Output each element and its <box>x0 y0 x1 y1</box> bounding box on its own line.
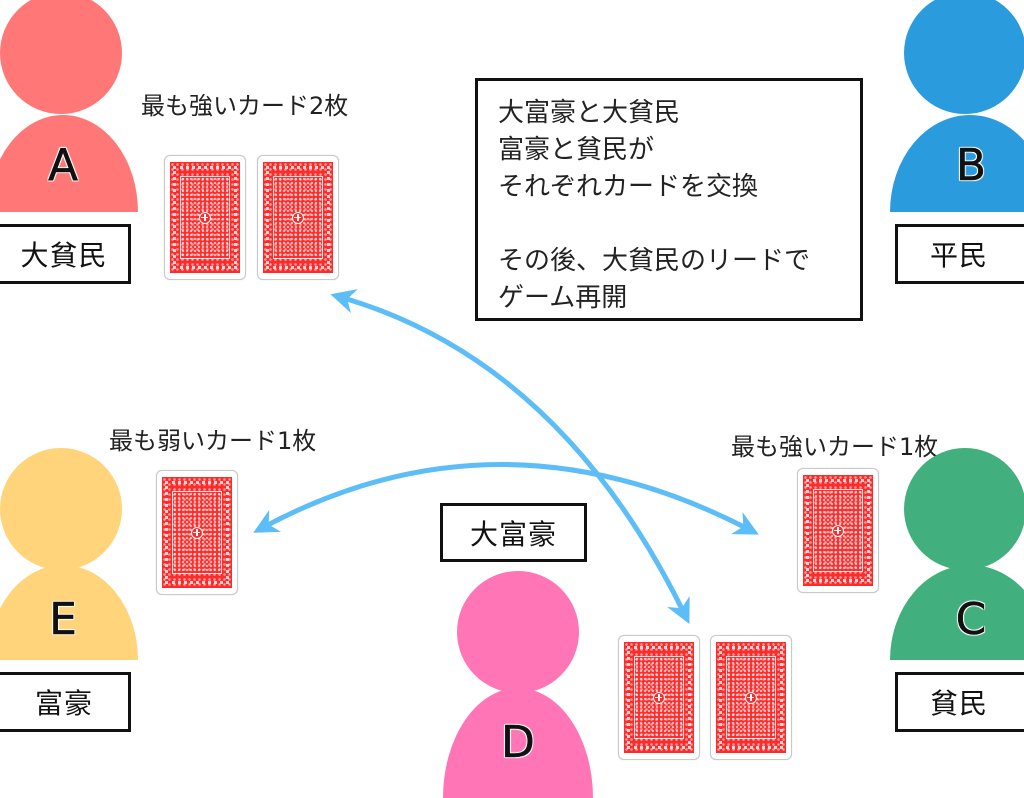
player-c-head <box>904 448 1024 570</box>
player-c-letter: C <box>955 594 987 646</box>
info-line-6: ゲーム再開 <box>498 283 628 313</box>
rank-label-b: 平民 <box>895 224 1024 284</box>
rules-info-box: 大富豪と大貧民 富豪と貧民が それぞれカードを交換 その後、大貧民のリードで ゲ… <box>475 78 863 321</box>
caption-c: 最も強いカード1枚 <box>731 433 939 461</box>
player-a: A <box>0 0 138 212</box>
rank-label-e: 富豪 <box>0 672 131 732</box>
card-d-2 <box>710 635 792 760</box>
arrow-e-c <box>253 462 759 535</box>
player-c: C <box>890 448 1024 660</box>
card-c-1 <box>797 468 879 593</box>
rank-label-a: 大貧民 <box>0 224 131 284</box>
player-e: E <box>0 448 138 660</box>
info-line-5: その後、大貧民のリードで <box>498 246 811 276</box>
arrow-a-d <box>330 289 690 624</box>
player-a-letter: A <box>47 140 79 192</box>
caption-e: 最も弱いカード1枚 <box>109 427 317 455</box>
player-d-head <box>457 571 579 693</box>
info-line-2: 富豪と貧民が <box>498 135 655 165</box>
player-b: B <box>890 0 1024 212</box>
card-e-1 <box>156 470 238 595</box>
card-a-2 <box>257 155 339 280</box>
card-d-1 <box>618 635 700 760</box>
player-e-head <box>0 448 122 570</box>
exchange-arrows <box>253 289 759 624</box>
info-line-4 <box>498 206 860 243</box>
rank-label-d: 大富豪 <box>440 503 587 562</box>
caption-a: 最も強いカード2枚 <box>141 92 349 120</box>
info-line-1: 大富豪と大貧民 <box>498 98 681 128</box>
player-d: D <box>443 571 593 798</box>
info-line-3: それぞれカードを交換 <box>498 172 759 202</box>
player-e-letter: E <box>49 594 77 646</box>
player-b-letter: B <box>955 140 987 192</box>
card-a-1 <box>164 155 246 280</box>
player-d-letter: D <box>501 717 535 769</box>
player-a-head <box>0 0 122 114</box>
rank-label-c: 貧民 <box>895 672 1024 732</box>
player-b-head <box>904 0 1024 114</box>
